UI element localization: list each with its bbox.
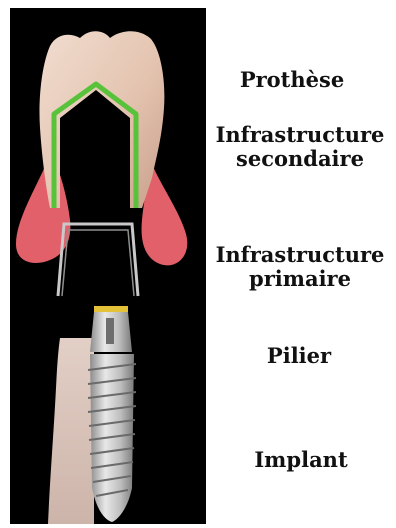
label-infrastructure-secondaire: Infrastructure secondaire — [204, 123, 396, 171]
label-prothese-text: Prothèse — [222, 68, 362, 92]
implant-illustration — [10, 8, 206, 524]
label-implant-text: Implant — [236, 448, 366, 472]
bone-tissue — [48, 338, 94, 524]
coping-shape — [58, 224, 138, 296]
label-implant: Implant — [236, 448, 366, 472]
abutment-collar — [94, 306, 128, 312]
label-infra-sec-line1: Infrastructure — [204, 123, 396, 147]
label-infra-sec-line2: secondaire — [204, 147, 396, 171]
label-infra-prim-line1: Infrastructure — [204, 243, 396, 267]
label-pilier: Pilier — [244, 344, 354, 368]
illustration-panel — [10, 8, 206, 524]
crown-shape — [39, 31, 164, 208]
label-pilier-text: Pilier — [244, 344, 354, 368]
label-infrastructure-primaire: Infrastructure primaire — [204, 243, 396, 291]
label-infra-prim-line2: primaire — [204, 267, 396, 291]
secondary-frame-shape — [54, 84, 136, 208]
label-prothese: Prothèse — [222, 68, 362, 92]
